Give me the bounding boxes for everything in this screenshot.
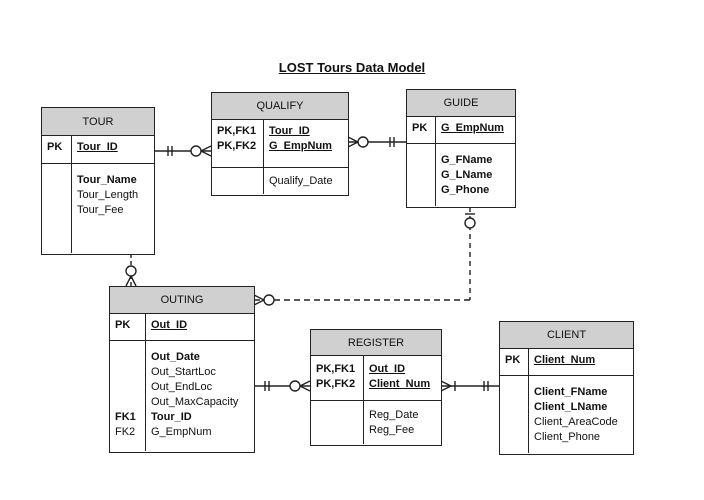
attribute: Qualify_Date — [269, 175, 333, 187]
entity-outing-pk-row: PK Out_ID — [110, 314, 254, 341]
attribute: G_LName — [441, 169, 493, 181]
rel-guide-qualify — [347, 136, 406, 148]
pk-attribute: Tour_ID — [269, 125, 310, 137]
diagram-title: LOST Tours Data Model — [278, 60, 426, 75]
fk-key-label: FK1 — [115, 411, 136, 423]
rel-outing-register — [254, 380, 311, 392]
pk-key-label: PK,FK1 — [316, 363, 356, 375]
attribute: Out_StartLoc — [151, 366, 216, 378]
attribute: Tour_Fee — [77, 204, 124, 216]
entity-outing: OUTING PK Out_ID FK1 FK2 Out_Date Out_St… — [109, 286, 255, 453]
attribute: Client_AreaCode — [534, 416, 618, 428]
attribute: G_EmpNum — [151, 426, 212, 438]
pk-key-label: PK — [407, 117, 436, 143]
entity-qualify-pk-row: PK,FK1 PK,FK2 Tour_ID G_EmpNum — [212, 120, 348, 168]
pk-attribute: Client_Num — [369, 378, 431, 390]
rel-guide-outing — [253, 207, 476, 306]
pk-key-label: PK — [110, 314, 146, 340]
rel-client-register — [440, 380, 499, 392]
attribute: Client_FName — [534, 386, 608, 398]
entity-register-pk-row: PK,FK1 PK,FK2 Out_ID Client_Num — [311, 356, 441, 401]
pk-key-label: PK,FK2 — [316, 378, 356, 390]
entity-outing-name: OUTING — [110, 287, 254, 314]
attribute: Reg_Fee — [369, 424, 415, 436]
rel-tour-qualify — [154, 145, 212, 157]
attribute: Out_MaxCapacity — [151, 396, 239, 408]
attribute: Client_Phone — [534, 431, 601, 443]
attribute: Tour_Length — [77, 189, 139, 201]
pk-key-label: PK,FK2 — [217, 140, 257, 152]
pk-attribute: Out_ID — [369, 363, 406, 375]
pk-key-label: PK — [500, 349, 529, 375]
pk-key-label: PK — [42, 136, 72, 163]
pk-attribute: G_EmpNum — [441, 122, 504, 134]
pk-key-label: PK,FK1 — [217, 125, 257, 137]
entity-client-pk-row: PK Client_Num — [500, 349, 633, 376]
entity-guide: GUIDE PK G_EmpNum G_FName G_LName G_Phon… — [406, 89, 516, 208]
attribute: Client_LName — [534, 401, 608, 413]
pk-attribute: Client_Num — [534, 354, 596, 366]
attribute: Tour_Name — [77, 174, 137, 186]
entity-tour-name: TOUR — [42, 108, 154, 136]
entity-client-name: CLIENT — [500, 322, 633, 349]
pk-attribute: G_EmpNum — [269, 140, 332, 152]
attribute: Out_Date — [151, 351, 200, 363]
entity-guide-pk-row: PK G_EmpNum — [407, 117, 515, 144]
attribute: G_Phone — [441, 184, 490, 196]
entity-client: CLIENT PK Client_Num Client_FName Client… — [499, 321, 634, 455]
entity-register: REGISTER PK,FK1 PK,FK2 Out_ID Client_Num… — [310, 329, 442, 446]
entity-qualify: QUALIFY PK,FK1 PK,FK2 Tour_ID G_EmpNum Q… — [211, 92, 349, 196]
entity-tour: TOUR PK Tour_ID Tour_Name Tour_Length To… — [41, 107, 155, 255]
attribute: Reg_Date — [369, 409, 419, 421]
entity-register-name: REGISTER — [311, 330, 441, 356]
attribute: Out_EndLoc — [151, 381, 213, 393]
entity-qualify-name: QUALIFY — [212, 93, 348, 120]
pk-attribute: Tour_ID — [77, 141, 118, 153]
pk-attribute: Out_ID — [151, 319, 188, 331]
entity-tour-pk-row: PK Tour_ID — [42, 136, 154, 164]
attribute: Tour_ID — [151, 411, 192, 423]
attribute: G_FName — [441, 154, 493, 166]
fk-key-label: FK2 — [115, 426, 136, 438]
entity-guide-name: GUIDE — [407, 90, 515, 117]
